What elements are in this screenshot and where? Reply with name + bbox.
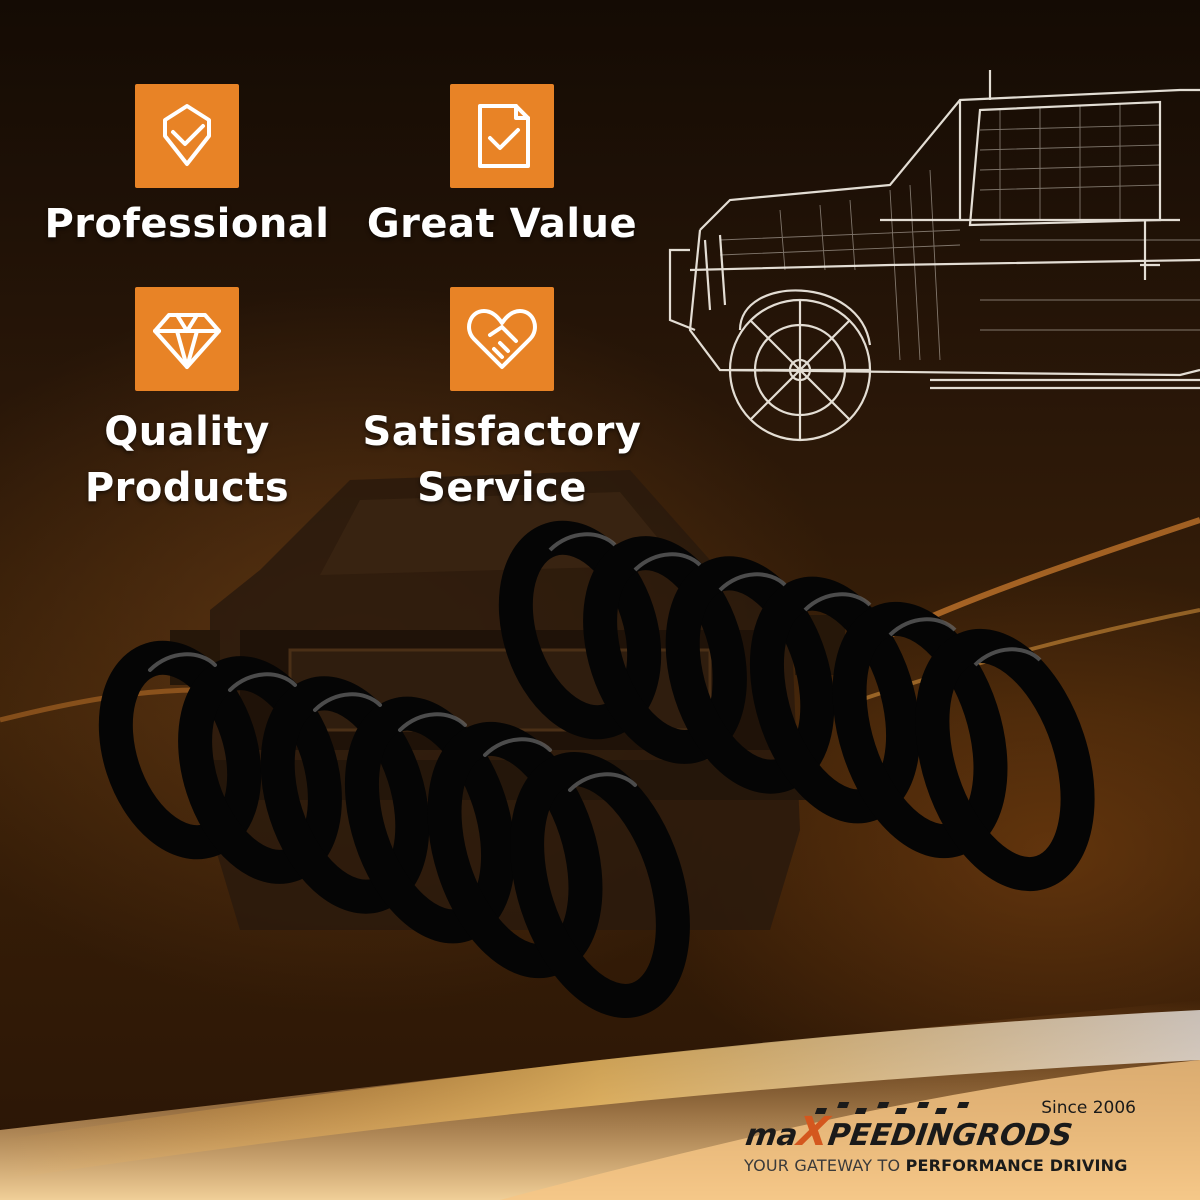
feature-4-icon-tile [450,287,554,391]
shield-check-icon [163,104,211,166]
feature-2-label: Great Value [366,201,638,247]
brand-since-text: Since 2006 [1041,1098,1136,1118]
wireframe-truck-image [668,70,1200,442]
feature-2-icon-tile [450,84,554,188]
feature-3-icon-tile [135,287,239,391]
logo-suffix: RODS [974,1118,1075,1153]
logo-prefix: ma [743,1118,800,1153]
coil-springs-product-image [98,520,1095,1018]
document-check-icon [478,104,530,168]
feature-1-label: Professional [44,201,330,247]
brand-logo: maXPEEDINGRODS [743,1109,1075,1155]
feature-1-icon-tile [135,84,239,188]
tagline-bold: PERFORMANCE DRIVING [905,1156,1128,1175]
diamond-icon [153,313,221,369]
handshake-heart-icon [467,309,537,369]
tagline-prefix: YOUR GATEWAY TO [744,1156,906,1175]
logo-mid: PEEDING [825,1118,980,1153]
feature-3-label: Quality Products [84,409,290,511]
brand-tagline: YOUR GATEWAY TO PERFORMANCE DRIVING [744,1156,1128,1176]
spring-left [98,640,690,1018]
spring-right [498,520,1095,892]
feature-4-label: Satisfactory Service [362,409,642,511]
checkered-flag-icon [814,1102,970,1114]
